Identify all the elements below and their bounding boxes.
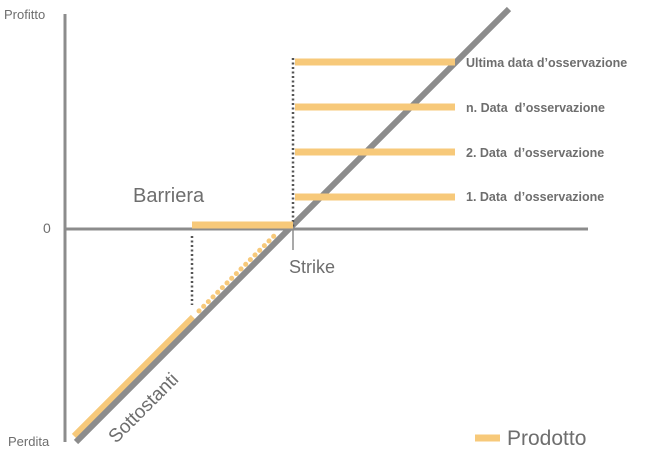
observation-label-2: 2. Data d’osservazione bbox=[466, 146, 604, 160]
underlying-label: Sottostanti bbox=[105, 369, 183, 447]
strike-label: Strike bbox=[289, 257, 335, 277]
product-dotted-line bbox=[196, 231, 279, 314]
zero-label: 0 bbox=[43, 220, 51, 236]
barrier-label: Barriera bbox=[133, 185, 205, 207]
legend-product-label: Prodotto bbox=[507, 427, 586, 450]
profit-label: Profitto bbox=[4, 7, 45, 22]
loss-label: Perdita bbox=[8, 434, 50, 449]
observation-label-1: 1. Data d’osservazione bbox=[466, 190, 604, 204]
observation-label-last: Ultima data d’osservazione bbox=[466, 56, 627, 70]
product-loss-line bbox=[71, 314, 196, 439]
observation-label-n: n. Data d’osservazione bbox=[466, 101, 605, 115]
